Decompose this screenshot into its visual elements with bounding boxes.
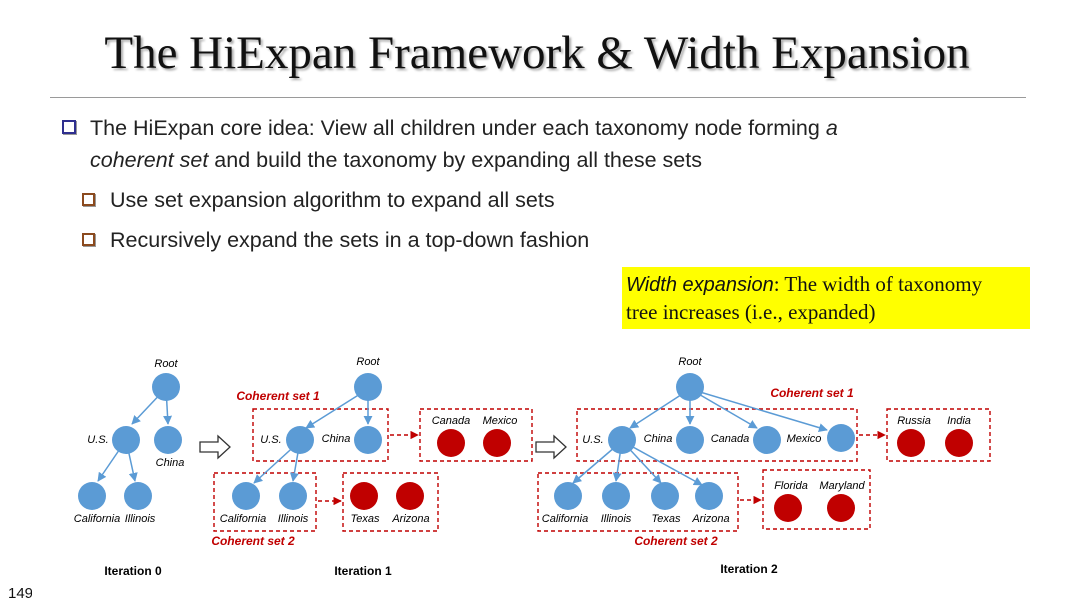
node-label: Russia	[897, 415, 931, 427]
node-label: Illinois	[601, 513, 632, 525]
expanded-set-box	[886, 408, 991, 462]
tree-node	[152, 373, 180, 401]
tree-node	[753, 426, 781, 454]
tree-node	[354, 373, 382, 401]
iteration-label: Iteration 0	[104, 564, 162, 578]
node-label: China	[644, 433, 673, 445]
iteration-2-tree: Root Coherent set 1 U.S. China Canada Me…	[537, 356, 991, 576]
iteration-1-tree: Root Coherent set 1 U.S. China Canada Me…	[211, 356, 533, 578]
node-label: Illinois	[125, 513, 156, 525]
node-label: U.S.	[87, 434, 108, 446]
tree-node	[676, 373, 704, 401]
node-label: Florida	[774, 480, 808, 492]
node-label: California	[74, 513, 120, 525]
edge	[689, 388, 828, 432]
tree-node	[124, 482, 152, 510]
expanded-set-box	[419, 408, 533, 462]
node-label: Texas	[652, 513, 681, 525]
sub-bullet-marker	[82, 193, 95, 206]
coherent-set-box	[576, 408, 858, 462]
iteration-0-tree: Root U.S. China California Illinois Iter…	[74, 358, 185, 578]
node-label: Canada	[711, 433, 750, 445]
expanded-node	[774, 494, 802, 522]
width-expansion-callout: Width expansion: The width of taxonomy t…	[622, 267, 1030, 329]
page-number: 149	[8, 585, 32, 602]
expanded-node	[350, 482, 378, 510]
node-label: U.S.	[582, 434, 603, 446]
bullet-marker	[62, 120, 76, 134]
node-label: China	[322, 433, 351, 445]
node-label: Texas	[351, 513, 380, 525]
expanded-node	[945, 429, 973, 457]
bullet-main-line2: coherent set and build the taxonomy by e…	[90, 148, 702, 172]
node-label: Mexico	[787, 433, 822, 445]
tree-node	[232, 482, 260, 510]
iteration-label: Iteration 2	[720, 562, 778, 576]
tree-node	[112, 426, 140, 454]
sub-bullet-set-expansion: Use set expansion algorithm to expand al…	[110, 188, 555, 212]
node-label: Illinois	[278, 513, 309, 525]
node-label: Canada	[432, 415, 471, 427]
tree-node	[827, 424, 855, 452]
tree-node	[608, 426, 636, 454]
node-label: Mexico	[483, 415, 518, 427]
bullet-main-line1: The HiExpan core idea: View all children…	[90, 116, 838, 140]
next-iteration-arrow	[535, 434, 567, 460]
sub-bullet-marker	[82, 233, 95, 246]
edge	[689, 388, 758, 429]
tree-node	[602, 482, 630, 510]
coherent-set-box	[252, 408, 389, 462]
node-label: U.S.	[260, 434, 281, 446]
edge	[621, 440, 703, 486]
iteration-label: Iteration 1	[334, 564, 392, 578]
node-label: India	[947, 415, 971, 427]
node-label: Maryland	[819, 480, 865, 492]
coherent-set-label: Coherent set 1	[236, 389, 320, 403]
tree-node	[651, 482, 679, 510]
node-label: Arizona	[391, 513, 429, 525]
next-iteration-arrow	[199, 434, 231, 460]
coherent-set-label: Coherent set 2	[211, 534, 295, 548]
tree-node	[695, 482, 723, 510]
expanded-set-box	[762, 469, 871, 530]
node-label: Root	[154, 358, 178, 370]
node-label: Arizona	[691, 513, 729, 525]
expanded-node	[396, 482, 424, 510]
title-divider	[50, 97, 1026, 98]
node-label: California	[220, 513, 266, 525]
expanded-node	[483, 429, 511, 457]
expanded-set-box	[342, 472, 439, 532]
expanded-node	[437, 429, 465, 457]
node-label: Root	[356, 356, 380, 368]
node-label: China	[156, 457, 185, 469]
sub-bullet-recursive: Recursively expand the sets in a top-dow…	[110, 228, 590, 252]
expanded-node	[897, 429, 925, 457]
tree-node	[676, 426, 704, 454]
expanded-node	[827, 494, 855, 522]
node-label: Root	[678, 356, 702, 368]
tree-node	[354, 426, 382, 454]
coherent-set-box	[537, 472, 739, 532]
tree-node	[154, 426, 182, 454]
node-label: California	[542, 513, 588, 525]
tree-node	[78, 482, 106, 510]
tree-node	[554, 482, 582, 510]
tree-node	[286, 426, 314, 454]
coherent-set-label: Coherent set 1	[770, 386, 854, 400]
coherent-set-label: Coherent set 2	[634, 534, 718, 548]
slide-title: The HiExpan Framework & Width Expansion	[104, 27, 970, 79]
tree-node	[279, 482, 307, 510]
